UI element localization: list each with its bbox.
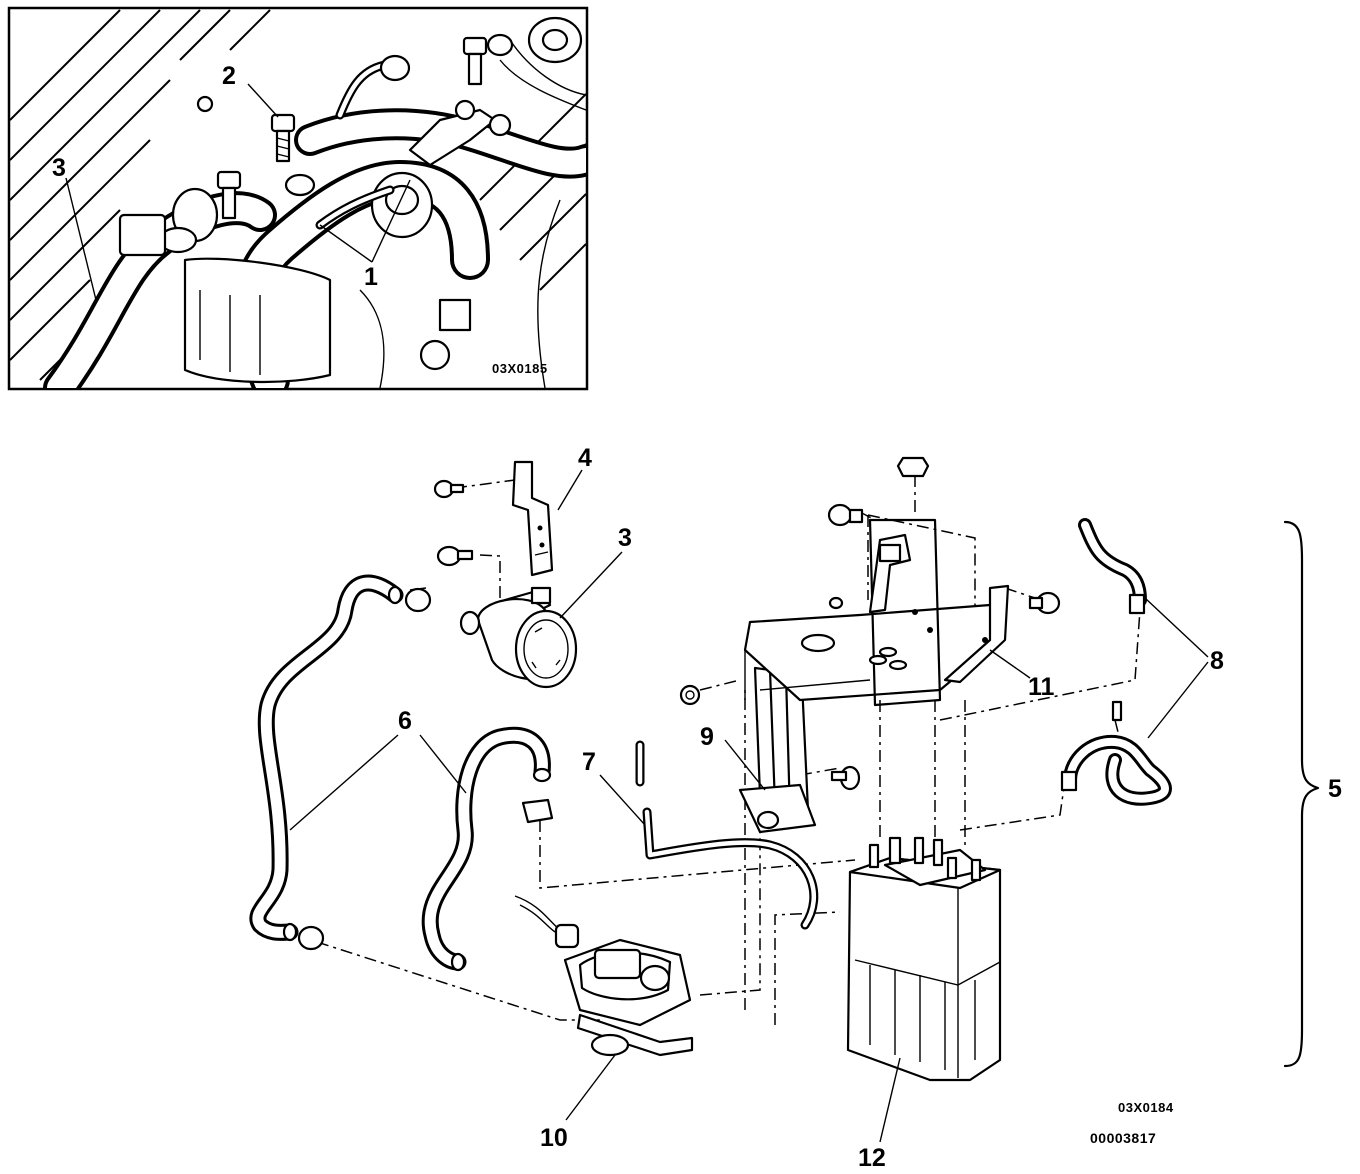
screw [828, 596, 844, 610]
inset-callout-2: 2 [222, 62, 236, 90]
inset-figure-code: 03X0185 [492, 361, 548, 376]
callout-4: 4 [578, 444, 592, 472]
inset-bolt [216, 170, 242, 220]
callout-3: 3 [618, 524, 632, 552]
hose-clip [297, 925, 325, 951]
part-7-tube [635, 740, 819, 930]
callout-9: 9 [700, 723, 714, 751]
part-6-hoses [249, 574, 552, 972]
hose-clip [521, 798, 554, 824]
inset-callout-1: 1 [364, 263, 378, 291]
callout-11: 11 [1028, 673, 1055, 701]
exploded-view: 4 3 6 7 9 11 8 5 10 12 03X0184 00003817 [249, 444, 1342, 1172]
inset-panel: 2 3 1 03X0185 [7, 6, 589, 391]
part-8-vent-hose [1060, 518, 1172, 806]
part-4-bracket [511, 460, 554, 577]
assembly-brace [1283, 520, 1320, 1068]
nut [679, 684, 701, 706]
part-11-canister-bracket [743, 518, 1010, 707]
screw [1028, 591, 1061, 615]
part-10-purge-valve [514, 895, 694, 1057]
inset-hatching [10, 9, 586, 381]
figure-code: 03X0184 [1118, 1100, 1174, 1115]
callout-6: 6 [398, 707, 412, 735]
part-3-solenoid-valve [459, 586, 578, 689]
screw [830, 765, 861, 791]
callout-10: 10 [540, 1124, 568, 1152]
nut [896, 456, 930, 478]
inset-callout-3: 3 [52, 154, 66, 182]
part-12-charcoal-canister [846, 836, 1002, 1082]
hose-clip [404, 587, 432, 613]
callout-7: 7 [582, 748, 596, 776]
callout-8: 8 [1210, 647, 1224, 675]
inset-bolt [270, 113, 296, 163]
screw [827, 503, 864, 527]
screw [433, 479, 465, 499]
callout-12: 12 [858, 1144, 886, 1172]
callout-5: 5 [1328, 775, 1342, 803]
leader-lines [289, 469, 1209, 1143]
document-number: 00003817 [1090, 1130, 1156, 1146]
screw [436, 545, 474, 567]
inset-bolt [462, 36, 488, 86]
